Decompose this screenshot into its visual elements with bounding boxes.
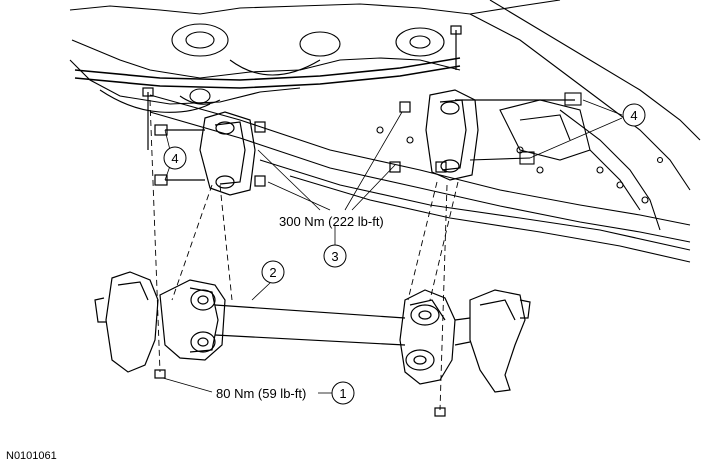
figure-id: N0101061 bbox=[6, 450, 57, 462]
callout-1: 1 80 Nm (59 lb-ft) bbox=[216, 381, 355, 405]
callout-2-number: 2 bbox=[269, 265, 276, 280]
callout-4-left-number: 4 bbox=[171, 151, 178, 166]
callout-3: 3 300 Nm (222 lb-ft) bbox=[279, 214, 384, 268]
callout-2: 2 bbox=[261, 260, 285, 284]
callout-4-right-number: 4 bbox=[630, 108, 637, 123]
callout-1-number: 1 bbox=[339, 386, 346, 401]
callout-4-left: 4 bbox=[163, 146, 187, 170]
alignment-lines bbox=[149, 99, 459, 411]
vertical-bolts bbox=[142, 25, 462, 417]
callout-1-torque: 80 Nm (59 lb-ft) bbox=[216, 386, 306, 401]
callout-leaders bbox=[162, 99, 623, 394]
callout-4-right: 4 bbox=[622, 103, 646, 127]
callout-3-number: 3 bbox=[331, 249, 338, 264]
callout-3-torque: 300 Nm (222 lb-ft) bbox=[279, 214, 384, 229]
right-radius-arm-bracket bbox=[389, 89, 479, 181]
front-axle-assembly bbox=[94, 271, 531, 393]
vehicle-frame bbox=[69, 0, 701, 263]
left-radius-arm-bracket bbox=[154, 111, 266, 196]
